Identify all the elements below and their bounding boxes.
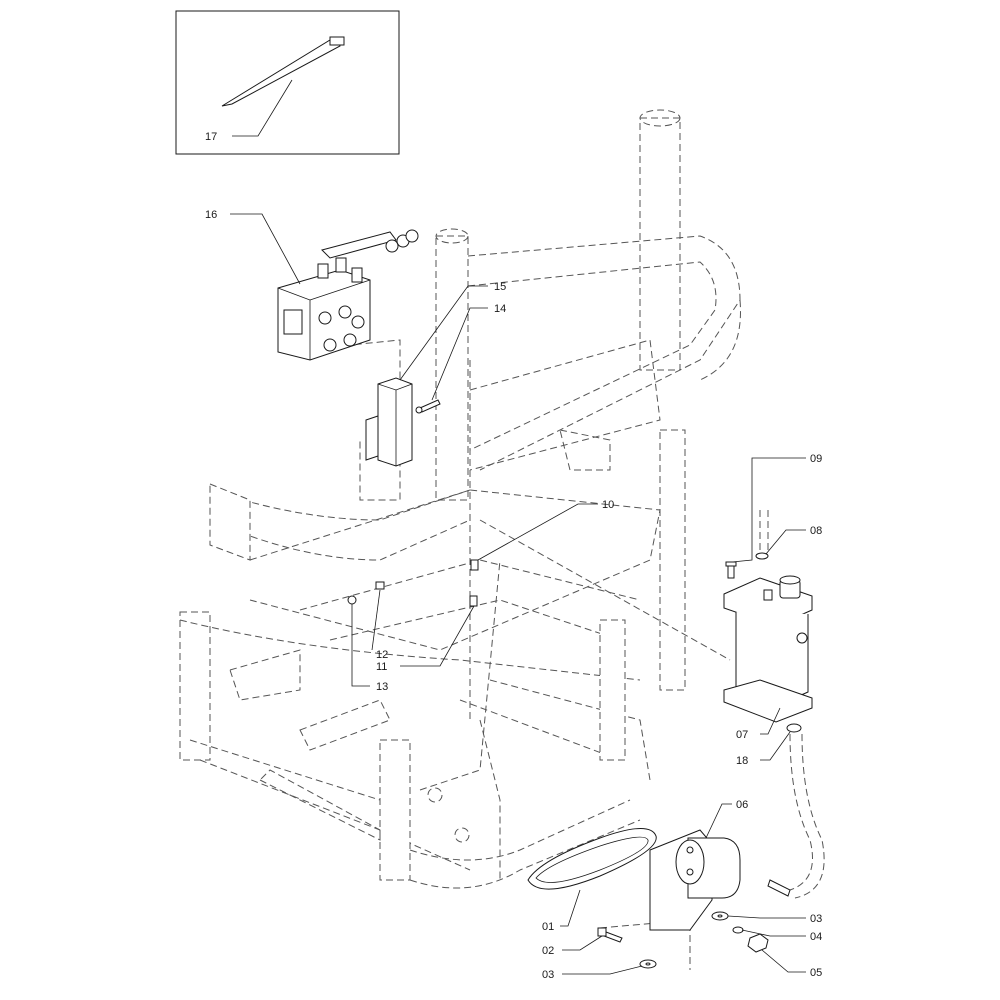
label-16: 16 — [205, 209, 217, 221]
washer-part-03-upper[interactable] — [711, 911, 729, 921]
label-06: 06 — [736, 799, 748, 811]
control-valve-part-16[interactable] — [277, 229, 419, 361]
cable-tie-part-17[interactable] — [221, 36, 345, 107]
nut-part-05[interactable] — [747, 933, 769, 953]
label-09: 09 — [810, 453, 822, 465]
label-10: 10 — [602, 499, 614, 511]
lock-washer-part-04[interactable] — [732, 926, 744, 934]
inset-detail-box: 17 — [175, 10, 400, 155]
label-05: 05 — [810, 967, 822, 979]
drive-belt-part-01[interactable] — [527, 827, 657, 890]
screw-part-09[interactable] — [725, 561, 737, 579]
bolt-part-10[interactable] — [470, 559, 479, 571]
label-08: 08 — [810, 525, 822, 537]
label-18: 18 — [736, 755, 748, 767]
hose-clamp-part-18[interactable] — [786, 723, 802, 733]
label-01: 01 — [542, 921, 554, 933]
hose-clamp-part-08[interactable] — [755, 552, 769, 560]
label-03-upper: 03 — [810, 913, 822, 925]
label-04: 04 — [810, 931, 822, 943]
label-12: 12 — [376, 649, 388, 661]
pump-motor-part-06[interactable] — [649, 829, 791, 931]
mounting-tube-part-15[interactable] — [365, 377, 413, 467]
bolt-part-14[interactable] — [415, 399, 441, 414]
label-03-lower: 03 — [542, 969, 554, 981]
label-02: 02 — [542, 945, 554, 957]
label-11: 11 — [376, 661, 387, 673]
nut-part-12[interactable] — [375, 581, 385, 590]
oil-tank-part-07[interactable] — [723, 575, 813, 723]
label-14: 14 — [494, 303, 506, 315]
label-13: 13 — [376, 681, 388, 693]
bolt-part-11[interactable] — [469, 595, 478, 607]
washer-part-13[interactable] — [347, 595, 357, 605]
bolt-part-02[interactable] — [597, 927, 623, 943]
chassis-frame-dashed — [179, 109, 741, 970]
label-17: 17 — [205, 131, 217, 143]
washer-part-03-lower[interactable] — [639, 959, 657, 969]
label-07: 07 — [736, 729, 748, 741]
label-15: 15 — [494, 281, 506, 293]
